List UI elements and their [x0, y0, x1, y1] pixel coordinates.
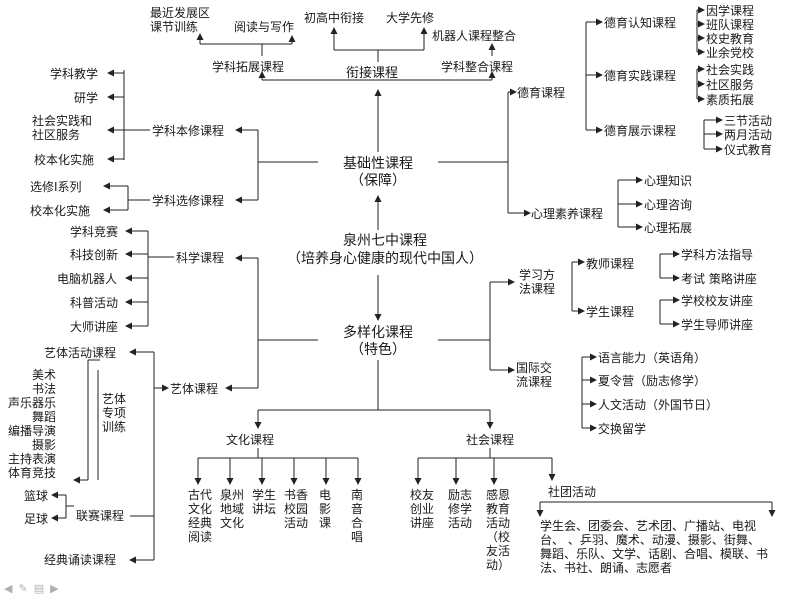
society-item: 校友创业讲座 — [409, 488, 434, 530]
moral-cognition-course: 德育认知课程 — [604, 16, 677, 30]
culture-item: 南音合唱 — [350, 488, 363, 544]
science-course: 科学课程 — [176, 251, 225, 265]
prev-arrow-icon[interactable]: ◀ — [4, 582, 13, 595]
league-item-basketball: 篮球 — [24, 489, 49, 503]
intl-item: 语言能力（英语角） — [598, 351, 707, 365]
compulsory-item: 研学 — [74, 91, 99, 105]
menu-icon[interactable]: ▤ — [33, 582, 45, 595]
science-item: 电脑机器人 — [57, 272, 118, 286]
student-item: 学生导师讲座 — [681, 318, 754, 332]
club-activities: 社团活动 — [548, 485, 597, 499]
moral-item: 校史教育 — [706, 32, 755, 46]
student-course: 学生课程 — [586, 305, 635, 319]
subject-elective-course: 学科选修课程 — [152, 194, 225, 208]
center-node-subtitle: （培养身心健康的现代中国人） — [287, 251, 483, 267]
art-special-training: 艺体 专项 训练 — [102, 392, 127, 434]
club-list: 学生会、团委会、艺术团、广播站、电视台、 、乒羽、魔术、动漫、摄影、街舞、舞蹈、… — [540, 519, 769, 575]
art-item: 书法 — [32, 382, 57, 396]
teacher-item: 学科方法指导 — [681, 248, 754, 262]
art-item: 编播导演 — [8, 424, 57, 438]
art-activity-course: 艺体活动课程 — [44, 346, 117, 360]
culture-item: 电影课 — [318, 488, 331, 530]
society-item: 感恩教育活动（校友活动） — [485, 488, 510, 572]
diverse-course-title: 多样化课程 — [343, 325, 413, 341]
bridge-university: 大学先修 — [386, 11, 435, 25]
moral-item: 素质拓展 — [706, 93, 755, 107]
basic-course-subtitle: （保障） — [350, 173, 406, 189]
subject-compulsory-course: 学科本修课程 — [152, 124, 225, 138]
diverse-course-subtitle: （特色） — [350, 342, 406, 358]
basic-course-title: 基础性课程 — [343, 156, 413, 172]
society-item: 励志修学活动 — [447, 488, 472, 530]
science-item: 科普活动 — [70, 296, 119, 310]
culture-item: 泉州地域文化 — [219, 488, 244, 530]
integration-item-robot: 机器人课程整合 — [432, 29, 517, 43]
culture-course: 文化课程 — [226, 433, 275, 447]
compulsory-item: 校本化实施 — [34, 153, 95, 167]
pen-icon[interactable]: ✎ — [18, 582, 28, 595]
society-course: 社会课程 — [466, 433, 515, 447]
art-item: 摄影 — [32, 438, 57, 452]
intl-item: 交换留学 — [598, 422, 647, 436]
art-item: 声乐器乐 — [8, 396, 57, 410]
compulsory-item: 学科教学 — [50, 67, 99, 81]
art-item: 舞蹈 — [32, 410, 57, 424]
psych-item: 心理知识 — [644, 174, 693, 188]
science-item: 学科竞赛 — [70, 225, 119, 239]
league-item-football: 足球 — [24, 512, 49, 526]
elective-item: 校本化实施 — [30, 204, 91, 218]
subject-integration-course: 学科整合课程 — [441, 60, 514, 74]
center-node-title: 泉州七中课程 — [343, 233, 427, 249]
moral-item: 班队课程 — [706, 18, 755, 32]
art-course: 艺体课程 — [170, 382, 219, 396]
moral-item: 仪式教育 — [724, 143, 773, 157]
teacher-item: 考试 策略讲座 — [681, 272, 757, 286]
moral-item: 两月活动 — [724, 128, 773, 142]
subject-extension-course: 学科拓展课程 — [212, 60, 285, 74]
extension-item-reading: 阅读与写作 — [234, 20, 295, 34]
elective-item: 选修Ⅰ系列 — [30, 180, 82, 194]
slide-nav-toolbar[interactable]: ◀ ✎ ▤ ▶ — [4, 582, 59, 595]
bridge-course: 衔接课程 — [346, 66, 399, 81]
psych-item: 心理拓展 — [644, 221, 693, 235]
moral-item: 社区服务 — [706, 78, 755, 92]
intl-exchange-course: 国际交 流课程 — [516, 361, 553, 389]
student-item: 学校校友讲座 — [681, 294, 754, 308]
moral-item: 业余党校 — [706, 46, 755, 60]
intl-item: 人文活动（外国节日） — [598, 398, 719, 412]
extension-item-zone: 最近发展区 课节训练 — [150, 6, 211, 34]
bridge-primary-high: 初高中衔接 — [304, 11, 365, 25]
art-item: 美术 — [32, 368, 57, 382]
psych-item: 心理咨询 — [644, 198, 693, 212]
intl-item: 夏令营（励志修学） — [598, 374, 707, 388]
compulsory-item: 社会实践和 社区服务 — [32, 114, 93, 142]
art-item: 主持表演 — [8, 452, 57, 466]
moral-item: 社会实践 — [706, 63, 755, 77]
learning-method-course: 学习方 法课程 — [519, 268, 556, 296]
teacher-course: 教师课程 — [586, 257, 635, 271]
moral-item: 三节活动 — [724, 114, 773, 128]
classic-reading-course: 经典诵读课程 — [44, 553, 117, 567]
culture-item: 古代文化经典阅读 — [187, 488, 212, 544]
moral-item: 因学课程 — [706, 4, 755, 18]
psych-course: 心理素养课程 — [531, 207, 604, 221]
next-arrow-icon[interactable]: ▶ — [50, 582, 59, 595]
culture-item: 学生讲坛 — [251, 488, 276, 516]
art-item: 体育竞技 — [8, 466, 57, 480]
culture-item: 书香校园活动 — [283, 488, 308, 530]
science-item: 科技创新 — [70, 248, 119, 262]
league-course: 联赛课程 — [76, 509, 125, 523]
moral-course: 德育课程 — [517, 86, 566, 100]
moral-display-course: 德育展示课程 — [604, 124, 677, 138]
science-item: 大师讲座 — [70, 320, 119, 334]
moral-practice-course: 德育实践课程 — [604, 69, 677, 83]
